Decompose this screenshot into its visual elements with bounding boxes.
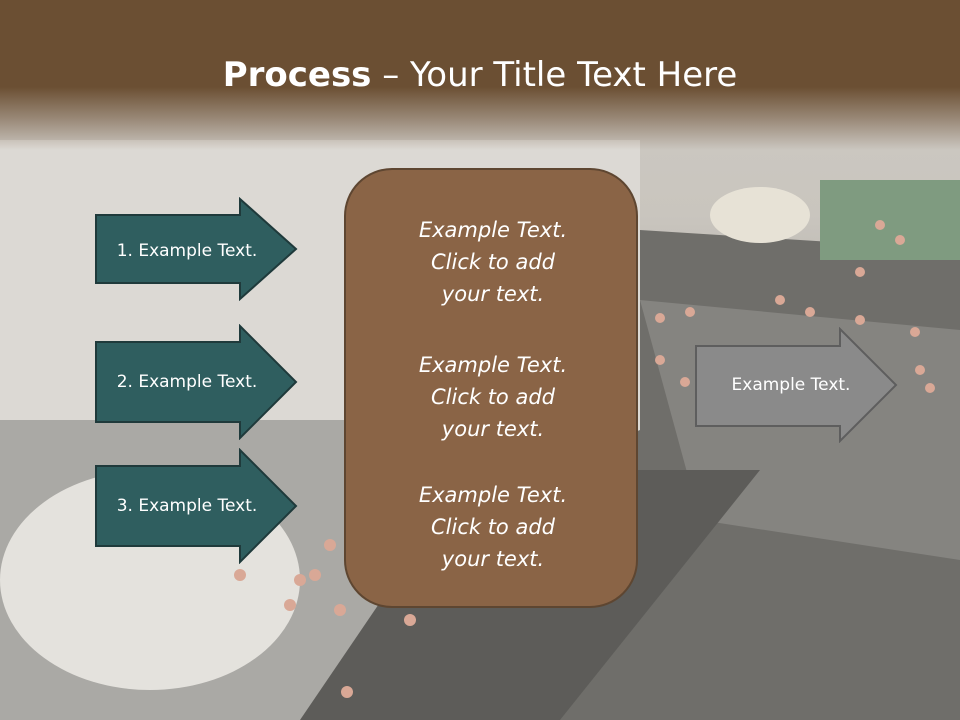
center-block-2: Example Text. Click to add your text. — [346, 349, 640, 445]
center-block-1: Example Text. Click to add your text. — [346, 214, 640, 310]
center-block-1-line-2: Click to add — [430, 250, 555, 274]
center-block-3-line-2: Click to add — [430, 515, 555, 539]
step-2-label: 2. Example Text. — [116, 372, 258, 392]
slide-title: Process – Your Title Text Here — [0, 52, 960, 98]
center-block-1-line-1: Example Text. — [418, 218, 568, 242]
step-1-arrow[interactable] — [94, 197, 300, 301]
center-block-3-line-1: Example Text. — [418, 483, 568, 507]
title-rest: – Your Title Text Here — [371, 55, 738, 95]
result-label: Example Text. — [731, 375, 851, 395]
center-text-box[interactable]: Example Text. Click to add your text. Ex… — [344, 168, 638, 608]
title-bar: Process – Your Title Text Here — [0, 0, 960, 150]
center-block-2-line-2: Click to add — [430, 385, 555, 409]
center-block-2-line-3: your text. — [441, 417, 545, 441]
step-3-arrow[interactable] — [94, 448, 300, 564]
title-bold: Process — [222, 55, 372, 95]
step-1-label: 1. Example Text. — [116, 241, 258, 261]
center-block-3-line-3: your text. — [441, 547, 545, 571]
step-3-label: 3. Example Text. — [116, 496, 258, 516]
center-block-1-line-3: your text. — [441, 282, 545, 306]
step-2-arrow[interactable] — [94, 324, 300, 440]
center-block-3: Example Text. Click to add your text. — [346, 479, 640, 575]
result-arrow[interactable] — [694, 327, 900, 443]
center-block-2-line-1: Example Text. — [418, 353, 568, 377]
